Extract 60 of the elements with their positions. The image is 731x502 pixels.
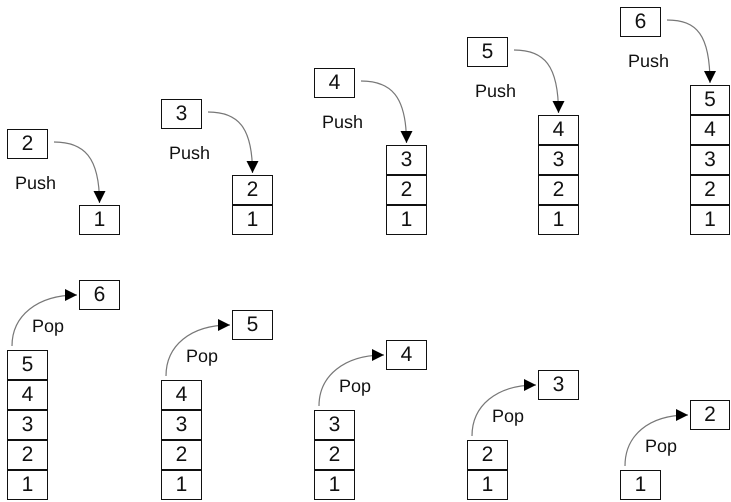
number-box: 1: [232, 205, 273, 235]
number-box: 1: [7, 470, 48, 500]
number-box: 1: [161, 470, 202, 500]
number-box: 3: [538, 145, 579, 175]
number-box: 6: [79, 280, 120, 310]
number-box: 1: [620, 470, 661, 500]
curved-arrow: [208, 111, 258, 174]
edge-label: Push: [475, 81, 516, 101]
number-box: 4: [538, 115, 579, 145]
number-box: 1: [690, 205, 730, 235]
number-box: 4: [690, 115, 730, 145]
curved-arrow: [318, 350, 384, 406]
curved-arrow: [165, 320, 230, 376]
number-box: 5: [690, 85, 730, 115]
number-box: 3: [690, 145, 730, 175]
number-box: 3: [161, 410, 202, 440]
curved-arrow: [624, 410, 688, 466]
number-box: 3: [538, 370, 579, 400]
number-box: 4: [314, 68, 355, 98]
edge-label: Push: [322, 112, 364, 132]
number-box: 6: [620, 7, 661, 37]
number-box: 4: [7, 380, 48, 410]
number-box: 2: [314, 440, 355, 470]
number-box: 3: [386, 145, 427, 175]
number-box: 1: [386, 205, 427, 235]
number-box: 2: [538, 175, 579, 205]
number-box: 2: [386, 175, 427, 205]
curved-arrow: [11, 290, 78, 346]
edge-label: Pop: [32, 316, 64, 336]
number-box: 2: [232, 175, 273, 205]
edge-label: Push: [628, 51, 670, 71]
edge-label: Pop: [645, 436, 678, 456]
number-box: 2: [690, 175, 730, 205]
number-box: 3: [314, 410, 355, 440]
edge-label: Pop: [492, 406, 524, 426]
edge-label: Pop: [186, 346, 218, 366]
curved-arrow: [514, 49, 564, 114]
number-box: 5: [232, 310, 273, 340]
number-box: 1: [79, 205, 120, 235]
number-box: 5: [7, 350, 48, 380]
edge-label: Pop: [339, 376, 372, 396]
curved-arrow: [360, 80, 412, 144]
curved-arrow: [666, 19, 716, 84]
number-box: 2: [7, 129, 48, 159]
number-box: 3: [7, 410, 48, 440]
number-box: 1: [467, 470, 508, 500]
number-box: 4: [386, 340, 427, 370]
number-box: 1: [538, 205, 579, 235]
number-box: 3: [161, 99, 202, 129]
curved-arrow: [54, 141, 106, 204]
number-box: 2: [7, 440, 48, 470]
number-box: 2: [161, 440, 202, 470]
number-box: 1: [314, 470, 355, 500]
edge-label: Push: [169, 143, 210, 163]
edge-label: Push: [15, 173, 56, 193]
number-box: 5: [467, 37, 508, 67]
number-box: 4: [161, 380, 202, 410]
number-box: 2: [690, 400, 730, 430]
curved-arrow: [471, 380, 536, 436]
number-box: 2: [467, 440, 508, 470]
